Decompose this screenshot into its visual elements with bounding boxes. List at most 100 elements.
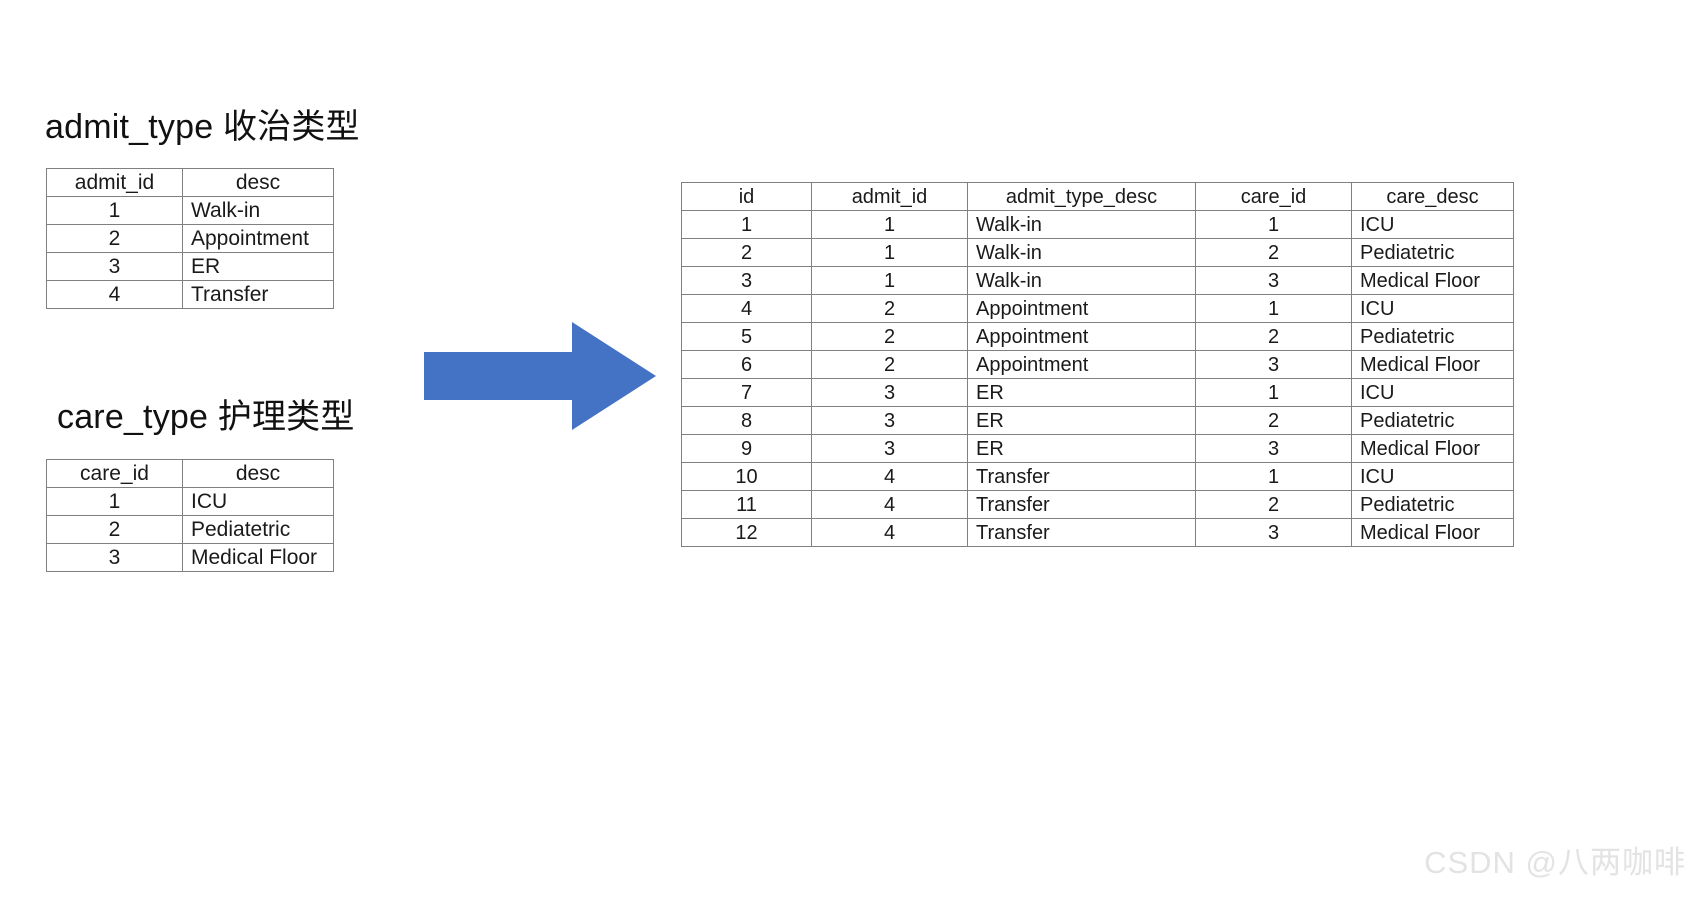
join-result-cell: ICU	[1351, 294, 1514, 323]
join-result-cell: 3	[681, 266, 812, 295]
join-result-cell: 4	[811, 518, 968, 547]
join-result-cell: Pediatetric	[1351, 238, 1514, 267]
join-result-header-cell: id	[681, 182, 812, 211]
care-type-cell: 3	[46, 543, 183, 572]
admit-type-header-cell: desc	[182, 168, 334, 197]
join-result-cell: Walk-in	[967, 238, 1196, 267]
join-result-header-cell: admit_id	[811, 182, 968, 211]
join-result-cell: 3	[1195, 350, 1352, 379]
join-result-cell: Medical Floor	[1351, 434, 1514, 463]
join-result-cell: ICU	[1351, 210, 1514, 239]
join-result-cell: 4	[681, 294, 812, 323]
join-result-cell: 4	[811, 490, 968, 519]
admit-type-header-cell: admit_id	[46, 168, 183, 197]
join-result-cell: 2	[1195, 322, 1352, 351]
join-result-cell: 2	[811, 322, 968, 351]
join-result-cell: 3	[811, 434, 968, 463]
care-type-cell: ICU	[182, 487, 334, 516]
join-result-cell: 3	[811, 378, 968, 407]
join-result-cell: ER	[967, 434, 1196, 463]
join-result-cell: Walk-in	[967, 266, 1196, 295]
join-result-cell: 5	[681, 322, 812, 351]
join-result-cell: 3	[1195, 434, 1352, 463]
join-result-cell: Transfer	[967, 462, 1196, 491]
join-result-cell: 1	[811, 210, 968, 239]
care-type-header-cell: desc	[182, 459, 334, 488]
join-result-header-cell: admit_type_desc	[967, 182, 1196, 211]
join-result-cell: 2	[1195, 238, 1352, 267]
join-result-header-cell: care_id	[1195, 182, 1352, 211]
join-result-cell: Pediatetric	[1351, 490, 1514, 519]
join-result-cell: 11	[681, 490, 812, 519]
join-result-cell: Pediatetric	[1351, 322, 1514, 351]
join-result-cell: 2	[811, 294, 968, 323]
join-result-cell: 2	[811, 350, 968, 379]
join-result-cell: Transfer	[967, 518, 1196, 547]
join-result-cell: Pediatetric	[1351, 406, 1514, 435]
join-result-cell: 8	[681, 406, 812, 435]
join-result-cell: ICU	[1351, 378, 1514, 407]
admit-type-cell: 4	[46, 280, 183, 309]
care-type-cell: 1	[46, 487, 183, 516]
join-result-cell: Medical Floor	[1351, 266, 1514, 295]
care-type-cell: Medical Floor	[182, 543, 334, 572]
join-result-cell: Appointment	[967, 322, 1196, 351]
join-result-cell: Transfer	[967, 490, 1196, 519]
right-arrow-icon	[424, 322, 656, 430]
join-result-cell: 3	[811, 406, 968, 435]
join-result-cell: 1	[811, 238, 968, 267]
join-result-cell: 2	[681, 238, 812, 267]
join-result-cell: 1	[1195, 462, 1352, 491]
join-result-cell: ER	[967, 406, 1196, 435]
join-result-cell: Appointment	[967, 350, 1196, 379]
join-result-cell: 12	[681, 518, 812, 547]
join-result-cell: Walk-in	[967, 210, 1196, 239]
admit-type-cell: Appointment	[182, 224, 334, 253]
admit-type-cell: 3	[46, 252, 183, 281]
join-result-cell: 7	[681, 378, 812, 407]
join-result-cell: 2	[1195, 406, 1352, 435]
care-type-header-cell: care_id	[46, 459, 183, 488]
join-result-cell: 6	[681, 350, 812, 379]
join-result-cell: Medical Floor	[1351, 518, 1514, 547]
join-result-cell: 1	[811, 266, 968, 295]
care-type-title: care_type 护理类型	[57, 398, 355, 436]
join-result-header-cell: care_desc	[1351, 182, 1514, 211]
join-result-cell: 1	[1195, 294, 1352, 323]
join-result-cell: ER	[967, 378, 1196, 407]
join-result-cell: 3	[1195, 266, 1352, 295]
join-result-cell: 1	[681, 210, 812, 239]
admit-type-cell: ER	[182, 252, 334, 281]
csdn-watermark: CSDN @八两咖啡	[1424, 845, 1686, 880]
care-type-cell: 2	[46, 515, 183, 544]
care-type-cell: Pediatetric	[182, 515, 334, 544]
join-result-cell: Appointment	[967, 294, 1196, 323]
admit-type-cell: 2	[46, 224, 183, 253]
